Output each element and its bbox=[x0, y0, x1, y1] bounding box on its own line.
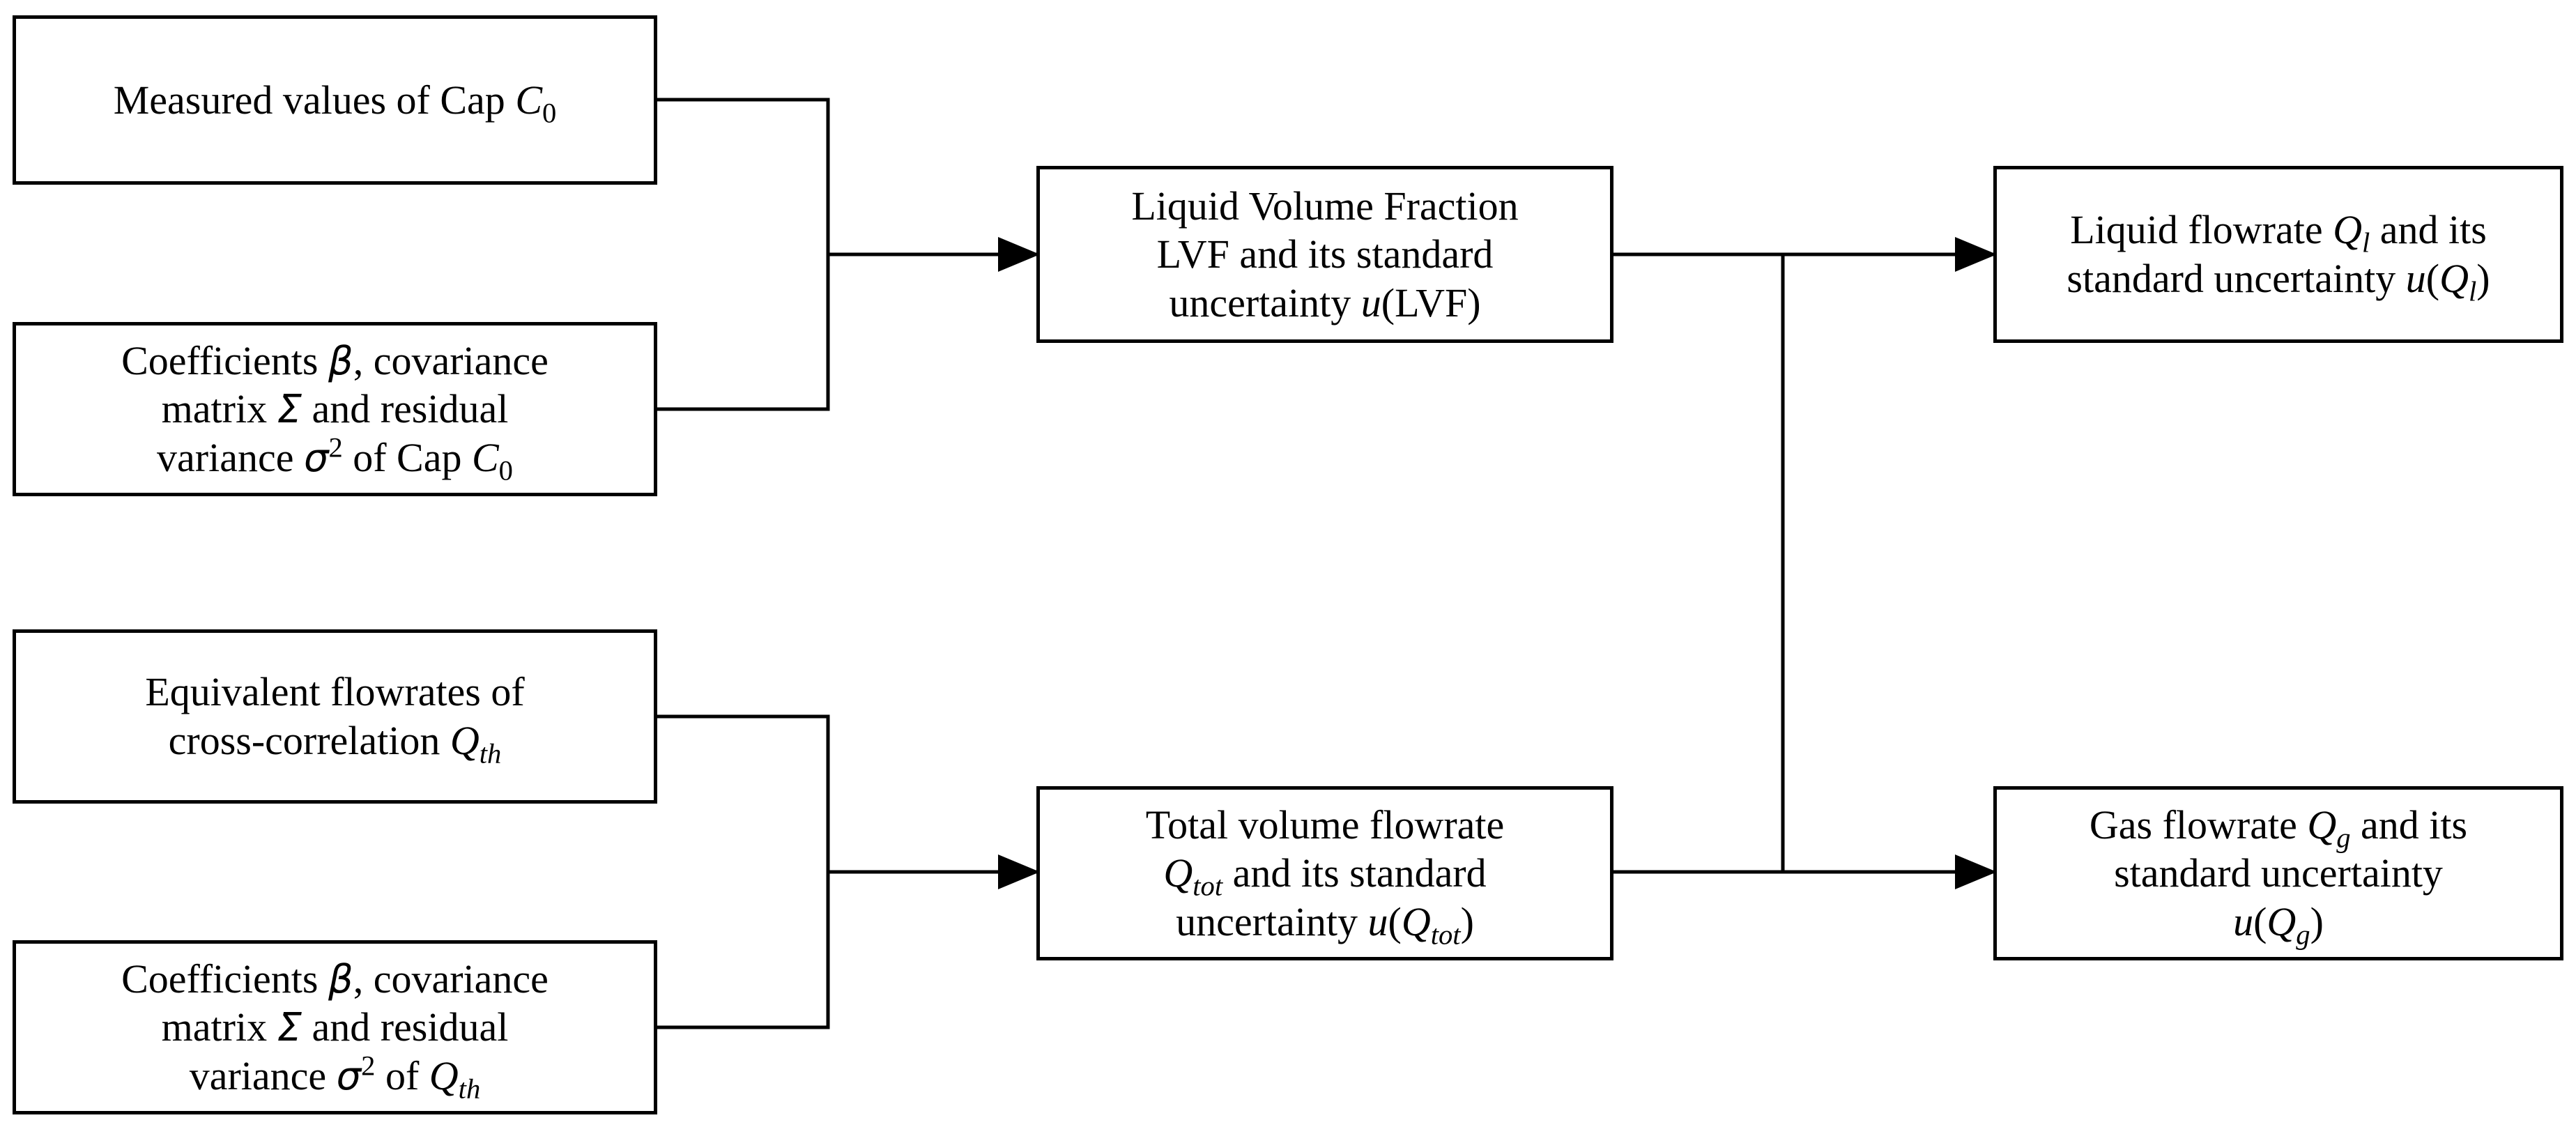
covariance-label: , covariance bbox=[353, 956, 549, 1002]
sigma-sup: 2 bbox=[361, 1050, 376, 1082]
coeff-q-line2: matrix Σ and residual bbox=[162, 1003, 509, 1052]
measured-cap-box: Measured values of Cap C0 bbox=[13, 15, 657, 185]
equiv-flow-box: Equivalent flowrates of cross-correlatio… bbox=[13, 629, 657, 804]
q-symbol: Q bbox=[2333, 207, 2362, 253]
q-symbol: Q bbox=[2267, 898, 2297, 944]
liquid-flowrate-label: Liquid flowrate bbox=[2070, 207, 2323, 253]
sigma-symbol: σ bbox=[336, 1053, 362, 1099]
total-line1: Total volume flowrate bbox=[1145, 802, 1505, 848]
paren-close: ) bbox=[1460, 898, 1474, 944]
and-its-label: and its bbox=[2379, 207, 2487, 253]
measured-cap-label: Measured values of Cap bbox=[113, 77, 505, 123]
coeff-label: Coefficients bbox=[121, 337, 319, 383]
residual-label: and residual bbox=[312, 386, 509, 432]
coeff-cap-line2: matrix Σ and residual bbox=[162, 385, 509, 434]
residual-label: and residual bbox=[312, 1004, 509, 1050]
q-symbol-sub: th bbox=[479, 737, 502, 769]
variance-label: variance bbox=[189, 1052, 327, 1098]
equiv-flow-line2: cross-correlation Qth bbox=[168, 716, 502, 767]
and-its-label: and its bbox=[2361, 802, 2468, 848]
uncertainty-label: uncertainty bbox=[1169, 279, 1351, 325]
cap-symbol-sub: 0 bbox=[498, 454, 513, 486]
q-symbol-sub: g bbox=[2336, 822, 2351, 854]
gas-line1: Gas flowrate Qg and its bbox=[2089, 801, 2468, 854]
variance-label: variance bbox=[157, 434, 294, 480]
paren-open: ( bbox=[1388, 898, 1402, 944]
paren-open: ( bbox=[2425, 256, 2440, 301]
cap-symbol: C bbox=[471, 434, 499, 480]
q-symbol-sub: g bbox=[2296, 919, 2310, 951]
q-symbol: Q bbox=[1163, 850, 1193, 896]
connector-cap-inputs bbox=[657, 98, 830, 411]
of-cap-label: of Cap bbox=[353, 434, 462, 480]
coeff-cap-box: Coefficients β, covariance matrix Σ and … bbox=[13, 322, 657, 496]
equiv-flow-line1: Equivalent flowrates of bbox=[145, 669, 525, 715]
measured-cap-text: Measured values of Cap C0 bbox=[113, 76, 557, 129]
q-symbol-sub: tot bbox=[1430, 919, 1461, 951]
lvf-box: Liquid Volume Fraction LVF and its stand… bbox=[1036, 166, 1613, 343]
total-line3: uncertainty u(Qtot) bbox=[1176, 898, 1474, 949]
connector-flow-inputs bbox=[657, 714, 830, 1029]
coeff-q-box: Coefficients β, covariance matrix Σ and … bbox=[13, 940, 657, 1114]
q-symbol-sub: th bbox=[458, 1073, 481, 1105]
lvf-paren: (LVF) bbox=[1381, 279, 1481, 325]
cap-symbol-sub: 0 bbox=[542, 97, 557, 129]
sigma-symbol: σ bbox=[303, 435, 329, 481]
standard-uncertainty-label: standard uncertainty bbox=[2067, 256, 2396, 301]
q-symbol: Q bbox=[429, 1052, 459, 1098]
u-symbol: u bbox=[2405, 256, 2426, 301]
lvf-line2: LVF and its standard bbox=[1156, 231, 1494, 277]
paren-close: ) bbox=[2310, 898, 2324, 944]
lvf-line3: uncertainty u(LVF) bbox=[1169, 279, 1480, 328]
u-symbol: u bbox=[1360, 279, 1381, 325]
paren-open: ( bbox=[2253, 898, 2267, 944]
covariance-label: , covariance bbox=[353, 337, 549, 383]
gas-line3: u(Qg) bbox=[2233, 898, 2324, 949]
coeff-q-line3: variance σ2 of Qth bbox=[189, 1050, 481, 1105]
paren-close: ) bbox=[2476, 256, 2490, 301]
liquid-line2: standard uncertainty u(Ql) bbox=[2067, 254, 2490, 305]
sigma-sup: 2 bbox=[328, 431, 343, 463]
coeff-q-line1: Coefficients β, covariance bbox=[121, 955, 549, 1004]
liquid-flow-box: Liquid flowrate Ql and its standard unce… bbox=[1993, 166, 2563, 343]
u-symbol: u bbox=[1367, 898, 1388, 944]
gas-line2: standard uncertainty bbox=[2114, 850, 2443, 896]
q-symbol-sub: l bbox=[2361, 227, 2370, 259]
uncertainty-label: uncertainty bbox=[1176, 898, 1358, 944]
gas-flowrate-label: Gas flowrate bbox=[2089, 802, 2297, 848]
u-symbol: u bbox=[2233, 898, 2254, 944]
coeff-cap-line1: Coefficients β, covariance bbox=[121, 337, 549, 385]
beta-symbol: β bbox=[328, 338, 353, 384]
q-symbol: Q bbox=[2439, 256, 2469, 301]
and-its-standard-label: and its standard bbox=[1232, 850, 1487, 896]
matrix-label: matrix bbox=[161, 1004, 268, 1050]
of-label: of bbox=[385, 1052, 420, 1098]
beta-symbol: β bbox=[328, 956, 353, 1002]
matrix-label: matrix bbox=[161, 386, 268, 432]
liquid-line1: Liquid flowrate Ql and its bbox=[2070, 206, 2487, 256]
coeff-label: Coefficients bbox=[121, 956, 319, 1002]
lvf-line1: Liquid Volume Fraction bbox=[1131, 183, 1519, 229]
cap-symbol: C bbox=[515, 77, 542, 123]
coeff-cap-line3: variance σ2 of Cap C0 bbox=[157, 431, 513, 485]
q-symbol-sub: tot bbox=[1193, 870, 1223, 902]
q-symbol: Q bbox=[2307, 802, 2337, 848]
q-symbol: Q bbox=[1401, 898, 1431, 944]
total-flow-box: Total volume flowrate Qtot and its stand… bbox=[1036, 786, 1613, 960]
Sigma-symbol: Σ bbox=[277, 387, 302, 433]
total-line2: Qtot and its standard bbox=[1163, 849, 1487, 900]
q-symbol-sub: l bbox=[2468, 275, 2477, 307]
q-symbol: Q bbox=[450, 718, 480, 763]
Sigma-symbol: Σ bbox=[277, 1005, 302, 1051]
gas-flow-box: Gas flowrate Qg and its standard uncerta… bbox=[1993, 786, 2563, 960]
cross-corr-label: cross-correlation bbox=[168, 718, 440, 763]
